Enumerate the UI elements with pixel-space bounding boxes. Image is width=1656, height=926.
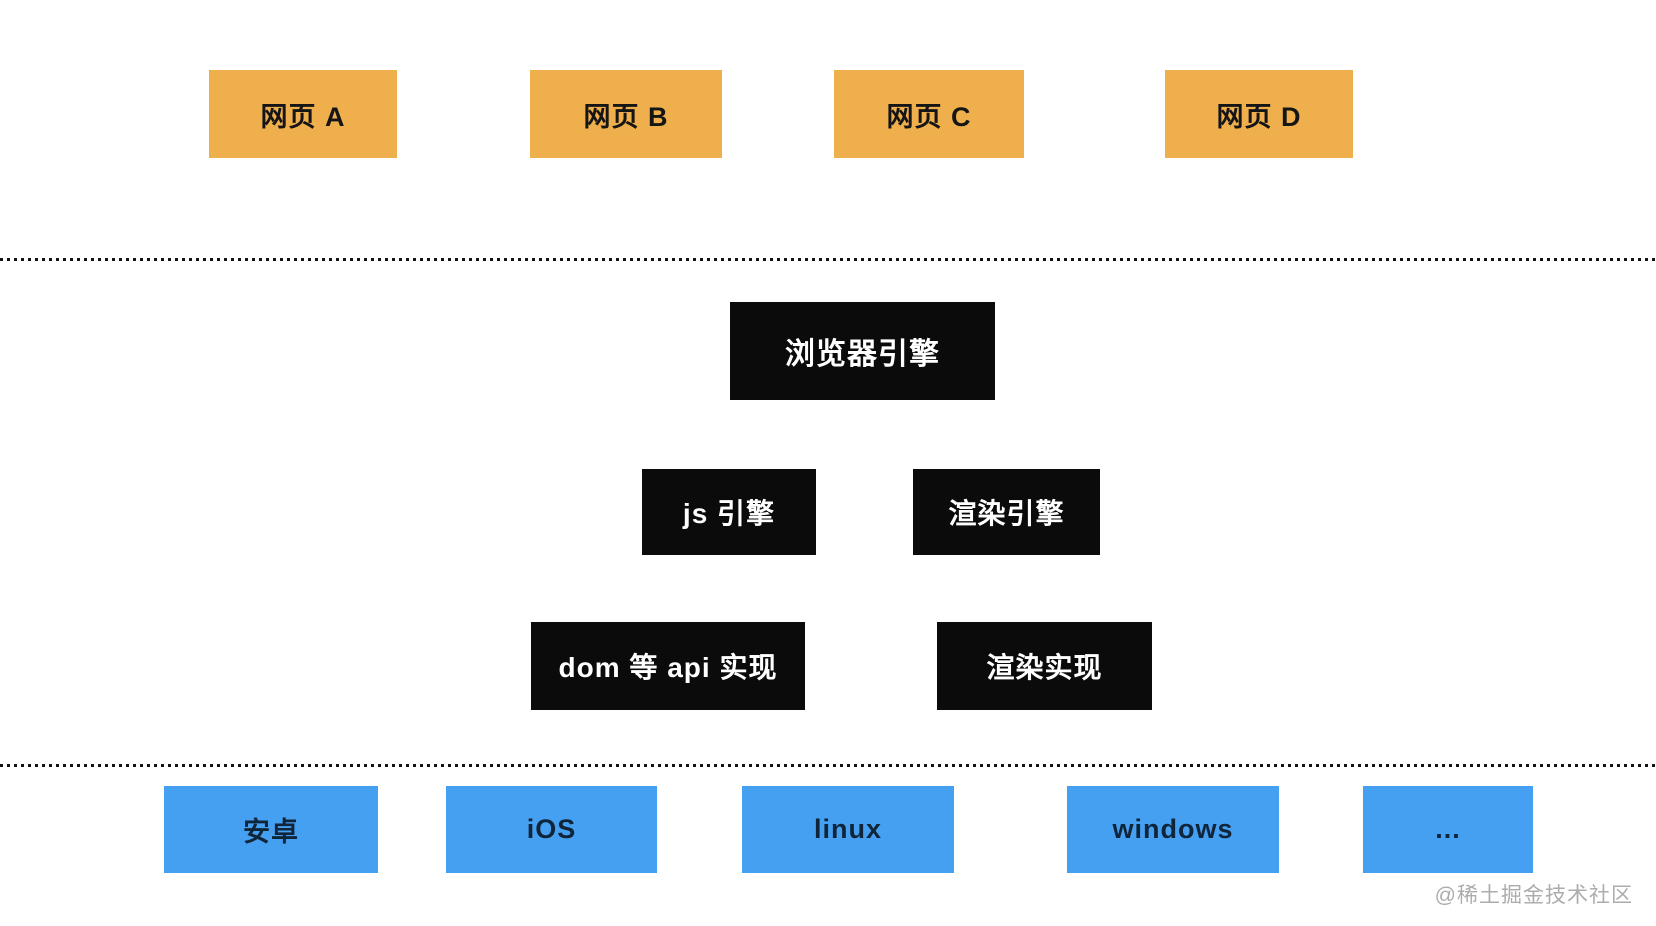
render-engine-box: 渲染引擎: [913, 469, 1100, 555]
platform-linux-box: linux: [742, 786, 954, 873]
render-impl-box: 渲染实现: [937, 622, 1152, 710]
watermark-text: @稀土掘金技术社区: [1434, 884, 1633, 907]
dotted-divider-bottom: [0, 764, 1656, 767]
platform-windows-box: windows: [1067, 786, 1279, 873]
dotted-divider-top: [0, 258, 1656, 261]
js-engine-box: js 引擎: [642, 469, 816, 555]
webpage-b-box: 网页 B: [530, 70, 722, 158]
browser-engine-box: 浏览器引擎: [730, 302, 995, 400]
platform-more-box: ...: [1363, 786, 1533, 873]
webpage-a-box: 网页 A: [209, 70, 397, 158]
webpage-c-box: 网页 C: [834, 70, 1024, 158]
platform-ios-box: iOS: [446, 786, 657, 873]
dom-api-impl-box: dom 等 api 实现: [531, 622, 805, 710]
webpage-d-box: 网页 D: [1165, 70, 1353, 158]
platform-android-box: 安卓: [164, 786, 378, 873]
